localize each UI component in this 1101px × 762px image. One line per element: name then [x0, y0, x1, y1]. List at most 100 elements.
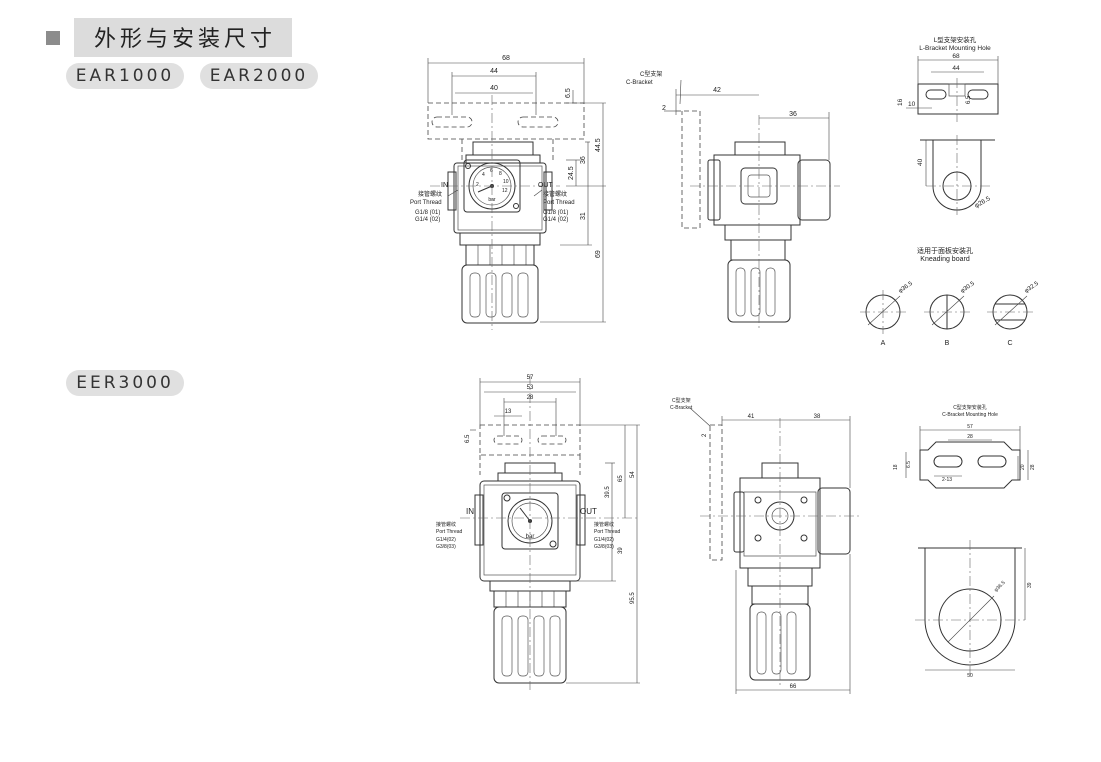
ear-dim-31: 31: [580, 212, 587, 220]
ear-dim-44-5: 44.5: [595, 138, 602, 152]
lbracket-title-cn: L型支架安装孔: [934, 35, 977, 44]
eer-port-en-right: Port Thread: [594, 529, 621, 535]
ear-dim-24-5: 24.5: [568, 166, 575, 180]
ear-port-right-2: G1/4 (02): [543, 217, 568, 223]
lbracket-dim-16: 16: [897, 98, 904, 106]
eer-bracket-en: C-Bracket: [670, 405, 693, 411]
ear-side-dim-42: 42: [713, 87, 721, 94]
kneading-hole-b: φ30.5 B: [924, 280, 976, 347]
ear-port-cn-right: 接管螺纹: [543, 190, 567, 198]
eer-in-label: IN: [466, 507, 474, 516]
kneading-a-dia: φ36.5: [898, 280, 915, 294]
ear-gauge-unit: bar: [488, 197, 496, 203]
lbracket-dia: φ26.5: [974, 195, 992, 210]
eer-dim-28: 28: [527, 395, 534, 401]
header-square-icon: [46, 30, 60, 45]
kneading-hole-a: φ36.5 A: [860, 280, 914, 347]
kneading-title-cn: 适用于面板安装孔: [917, 246, 973, 255]
ear-bracket-en: C-Bracket: [626, 80, 653, 86]
cbracket-dim-20: 20: [1020, 464, 1026, 470]
lbracket-dim-44: 44: [952, 65, 960, 72]
eer-cbracket-view: C型支架安装孔 C-Bracket Mounting Hole 57 28 18…: [893, 404, 1036, 679]
eer-port-cn-left: 接管螺纹: [436, 521, 456, 528]
ear-lbracket-view: L型支架安装孔 L-Bracket Mounting Hole 68 44 16…: [897, 35, 999, 215]
model-pill-ear2000: EAR2000: [200, 63, 318, 89]
cbracket-dim-18: 18: [893, 464, 899, 470]
ear-dim-36: 36: [580, 156, 587, 164]
ear-dim-68: 68: [502, 55, 510, 62]
eer-port-right-2: G3/8(03): [594, 544, 614, 550]
ear-side-dim-2: 2: [662, 105, 666, 112]
kneading-b-dia: φ30.5: [960, 280, 977, 294]
ear-out-label: OUT: [538, 182, 554, 189]
ear-port-left-1: G1/8 (01): [415, 210, 440, 216]
cbracket-dia: φ36.5: [993, 580, 1007, 594]
ear-side-dim-36: 36: [789, 111, 797, 118]
lbracket-dim-68: 68: [952, 53, 960, 60]
kneading-title-en: Kneading board: [920, 256, 970, 263]
eer-side-dim-41: 41: [748, 414, 755, 420]
eer-dim-95-5: 95.5: [630, 592, 636, 604]
section-header: 外形与安装尺寸: [46, 18, 293, 57]
cbracket-dim-28: 28: [967, 434, 973, 440]
eer-port-left-2: G3/8(03): [436, 544, 456, 550]
lbracket-dim-40: 40: [917, 158, 924, 166]
eer-port-left-1: G1/4(02): [436, 537, 456, 543]
kneading-c-label: C: [1007, 340, 1012, 347]
cbracket-dim-50: 50: [967, 673, 973, 679]
ear-gauge-tick-6: 6: [490, 168, 493, 174]
cbracket-dim-39: 39: [1027, 582, 1033, 588]
model-pill-ear1000: EAR1000: [66, 63, 184, 89]
eer-front-view: 57 53 28 13 6.5 54 65 39.5 39 95.5 bar I…: [436, 375, 640, 690]
kneading-hole-c: φ32.5 C: [987, 280, 1040, 347]
model-pill-eer3000: EER3000: [66, 370, 184, 396]
kneading-b-label: B: [945, 340, 950, 347]
ear-port-en-left: Port Thread: [410, 200, 442, 206]
eer-dim-39-5: 39.5: [605, 486, 611, 498]
eer-dim-53: 53: [527, 385, 534, 391]
ear-port-right-1: G1/8 (01): [543, 210, 568, 216]
eer-port-cn-right: 接管螺纹: [594, 521, 614, 528]
ear-gauge-tick-12: 12: [502, 188, 508, 194]
cbracket-dim-57: 57: [967, 424, 973, 430]
cbracket-dim-6-5: 6.5: [906, 461, 912, 468]
lbracket-title-en: L-Bracket Mounting Hole: [919, 45, 991, 52]
ear-dim-6-5: 6.5: [565, 88, 572, 98]
ear-port-left-2: G1/4 (02): [415, 217, 440, 223]
ear-dim-44: 44: [490, 68, 498, 75]
kneading-c-dia: φ32.5: [1024, 280, 1041, 294]
ear-front-view: 68 44 40 6.5 44.5 36 24.5 31 69 bar 2 4 …: [410, 55, 606, 330]
eer-dim-39: 39: [618, 547, 624, 554]
ear-port-cn-left: 接管螺纹: [418, 190, 442, 198]
eer-dim-65: 65: [618, 475, 624, 482]
eer-dim-6-5: 6.5: [465, 434, 471, 443]
eer-dim-57: 57: [527, 375, 534, 381]
eer-bracket-cn: C型支架: [672, 397, 691, 404]
eer-dim-54: 54: [630, 471, 636, 478]
eer-side-view: 41 38 2 66 C型支架 C-Bracket: [670, 397, 860, 694]
ear-gauge-tick-8: 8: [499, 171, 502, 177]
cbracket-title-cn: C型支架安装孔: [953, 404, 987, 411]
eer-out-label: OUT: [580, 507, 597, 516]
ear-gauge-tick-4: 4: [482, 172, 485, 178]
eer-port-en-left: Port Thread: [436, 529, 463, 535]
ear-dim-69: 69: [595, 250, 602, 258]
ear-bracket-cn: C型支架: [640, 70, 662, 78]
eer-gauge-unit: bar: [526, 534, 535, 540]
cbracket-title-en: C-Bracket Mounting Hole: [942, 412, 998, 418]
ear-gauge-tick-10: 10: [503, 179, 509, 185]
section-title: 外形与安装尺寸: [74, 18, 293, 57]
lbracket-dim-10: 10: [908, 101, 916, 108]
eer-side-dim-2: 2: [702, 433, 708, 437]
ear-gauge-tick-2: 2: [476, 182, 479, 188]
cbracket-dim-28h: 28: [1030, 464, 1036, 470]
ear-port-en-right: Port Thread: [543, 200, 575, 206]
eer-dim-13: 13: [505, 409, 512, 415]
eer-port-right-1: G1/4(02): [594, 537, 614, 543]
lbracket-dim-6-5: 6.5: [966, 95, 972, 104]
ear-kneading-board: 适用于面板安装孔 Kneading board φ36.5 A φ30.5 B …: [860, 246, 1040, 347]
ear-in-label: IN: [441, 182, 448, 189]
ear-dim-40: 40: [490, 85, 498, 92]
eer-side-dim-38: 38: [814, 414, 821, 420]
